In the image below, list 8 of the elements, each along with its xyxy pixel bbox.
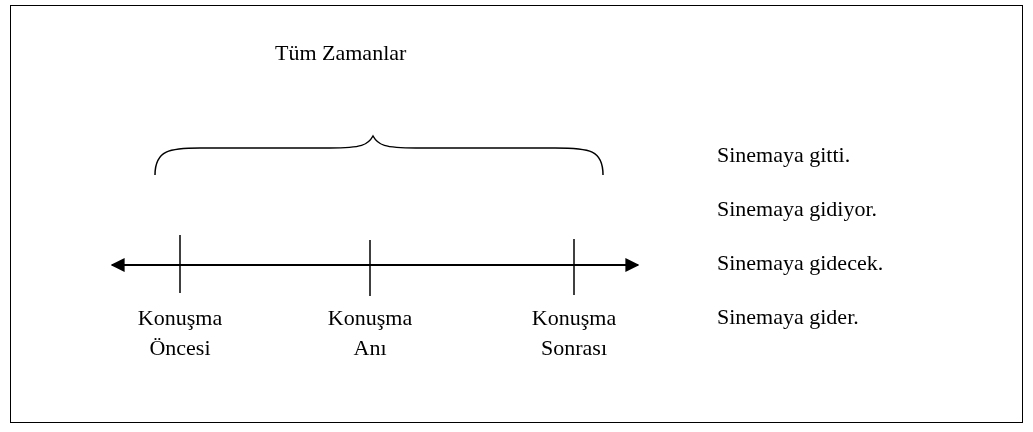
diagram-title: Tüm Zamanlar [275, 39, 407, 67]
example-sentence: Sinemaya gidecek. [717, 249, 884, 277]
example-sentence: Sinemaya gidiyor. [717, 195, 878, 223]
timeline-label: Konuşma Sonrası [530, 304, 618, 362]
example-sentence: Sinemaya gider. [717, 303, 859, 331]
timeline-label: Konuşma Anı [326, 304, 414, 362]
example-sentence: Sinemaya gitti. [717, 141, 851, 169]
timeline-label: Konuşma Öncesi [136, 304, 224, 362]
